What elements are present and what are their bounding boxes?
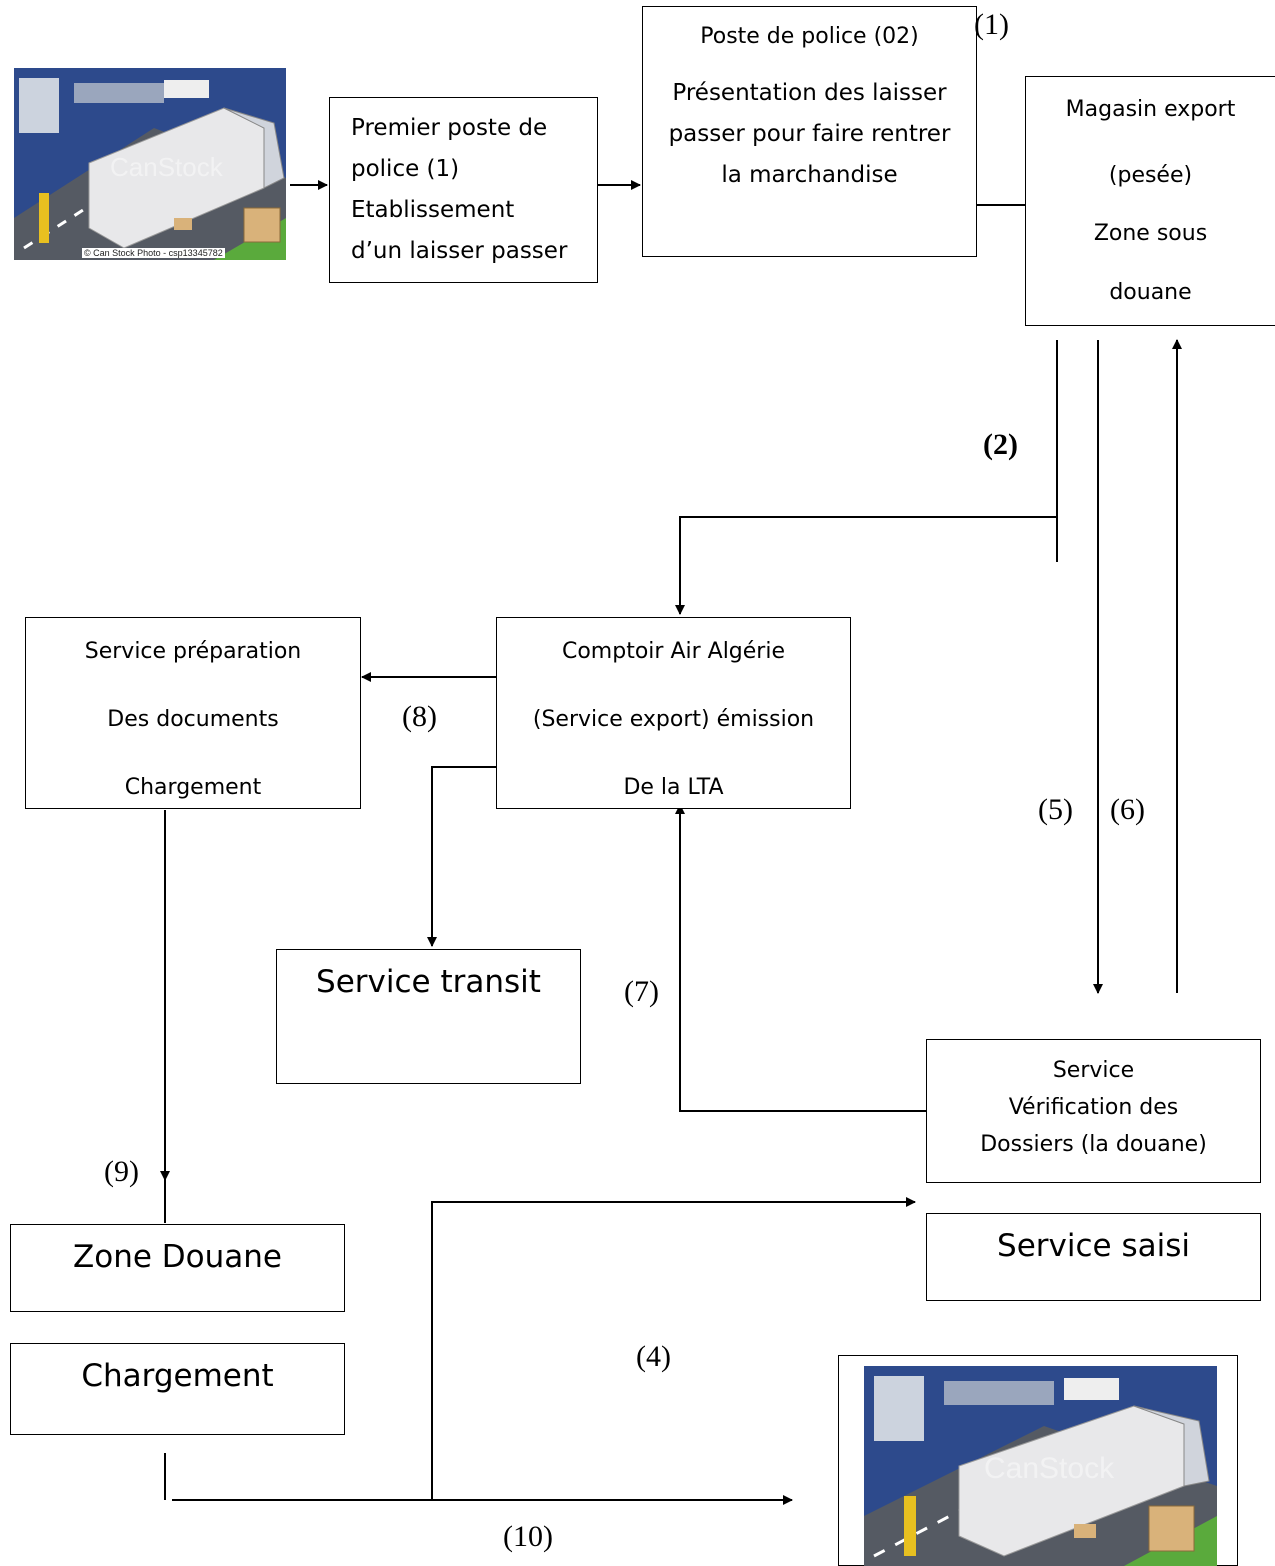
service-saisi-label: Service saisi bbox=[997, 1228, 1190, 1264]
premier-poste-line-1: Premier poste de bbox=[351, 115, 548, 141]
magasin-export-box: Magasin export (pesée) Zone sous douane bbox=[1025, 76, 1275, 326]
preparation-line-1: Service préparation bbox=[84, 639, 302, 664]
step-label-6: (6) bbox=[1110, 793, 1145, 826]
verification-line-1: Service bbox=[1052, 1058, 1135, 1083]
preparation-line-3: Chargement bbox=[124, 775, 262, 800]
arrow-2-to-comptoir bbox=[675, 516, 1057, 615]
chargement-box: Chargement bbox=[10, 1343, 345, 1435]
poste-police-02-line-3: la marchandise bbox=[721, 162, 898, 188]
zone-douane-label: Zone Douane bbox=[73, 1239, 282, 1275]
comptoir-line-3: De la LTA bbox=[623, 775, 724, 800]
step-label-1: (1) bbox=[974, 8, 1009, 41]
comptoir-air-algerie-box: Comptoir Air Algérie (Service export) ém… bbox=[496, 617, 851, 809]
service-transit-box: Service transit bbox=[276, 949, 581, 1084]
truck-illustration bbox=[14, 68, 286, 260]
magasin-line-4: douane bbox=[1109, 280, 1192, 305]
service-transit-label: Service transit bbox=[316, 964, 541, 1000]
chargement-label: Chargement bbox=[81, 1358, 274, 1394]
magasin-line-2: (pesée) bbox=[1108, 163, 1193, 188]
step-label-7: (7) bbox=[624, 975, 659, 1008]
premier-poste-line-4: d’un laisser passer bbox=[351, 238, 568, 264]
truck-illustration-end bbox=[864, 1366, 1217, 1566]
poste-police-02-line-2: passer pour faire rentrer bbox=[668, 121, 951, 147]
step-label-9: (9) bbox=[104, 1155, 139, 1188]
step-label-4: (4) bbox=[636, 1340, 671, 1373]
premier-poste-line-2: police (1) bbox=[351, 156, 460, 182]
service-preparation-box: Service préparation Des documents Charge… bbox=[25, 617, 361, 809]
arrow-4-to-saisi bbox=[431, 1197, 916, 1500]
verification-line-3: Dossiers (la douane) bbox=[980, 1132, 1207, 1157]
truck-watermark: CanStock bbox=[110, 152, 223, 182]
step-label-2: (2) bbox=[983, 428, 1018, 461]
truck-image-start: CanStock © Can Stock Photo - csp13345782 bbox=[14, 68, 286, 260]
step-label-5: (5) bbox=[1038, 793, 1073, 826]
premier-poste-box: Premier poste de police (1) Etablissemen… bbox=[329, 97, 598, 283]
verification-line-2: Vérification des bbox=[1008, 1095, 1179, 1120]
step-label-8: (8) bbox=[402, 700, 437, 733]
preparation-line-2: Des documents bbox=[107, 707, 279, 732]
truck-credit: © Can Stock Photo - csp13345782 bbox=[82, 248, 225, 258]
truck-watermark-end: CanStock bbox=[984, 1452, 1115, 1485]
comptoir-line-1: Comptoir Air Algérie bbox=[561, 639, 785, 664]
zone-douane-box: Zone Douane bbox=[10, 1224, 345, 1312]
truck-image-end-frame: CanStock bbox=[838, 1355, 1238, 1566]
comptoir-line-2: (Service export) émission bbox=[532, 707, 815, 732]
truck-image-end: CanStock bbox=[864, 1366, 1217, 1566]
service-saisi-box: Service saisi bbox=[926, 1213, 1261, 1301]
step-label-10: (10) bbox=[503, 1520, 553, 1553]
magasin-line-3: Zone sous bbox=[1093, 221, 1208, 246]
magasin-line-1: Magasin export bbox=[1065, 97, 1236, 122]
poste-police-02-box: Poste de police (02) Présentation des la… bbox=[642, 6, 977, 257]
poste-police-02-title: Poste de police (02) bbox=[700, 24, 919, 49]
service-verification-box: Service Vérification des Dossiers (la do… bbox=[926, 1039, 1261, 1183]
premier-poste-line-3: Etablissement bbox=[351, 197, 515, 223]
arrow-comptoir-to-transit bbox=[427, 766, 497, 947]
arrow-7-to-comptoir bbox=[675, 804, 927, 1112]
poste-police-02-line-1: Présentation des laisser bbox=[672, 80, 947, 106]
